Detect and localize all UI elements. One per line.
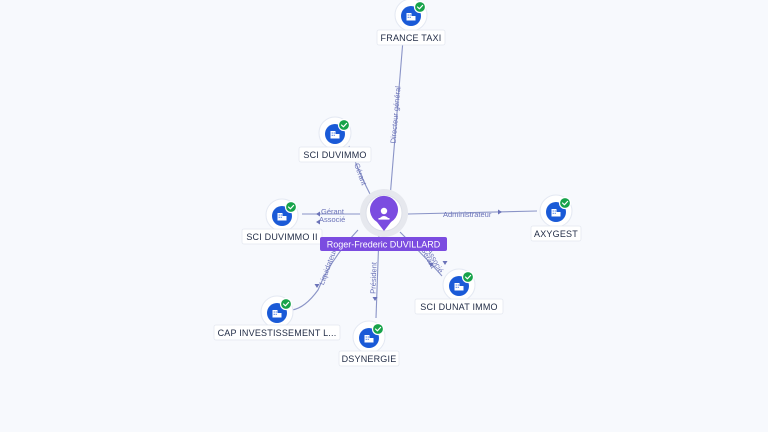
edge-label: Directeur général	[389, 85, 403, 143]
edge-label: Associé	[319, 215, 345, 224]
edge-arrow-icon	[372, 297, 378, 301]
edge-label: Liquidateur	[317, 248, 338, 286]
person-icon	[378, 207, 390, 220]
edge-line	[399, 231, 443, 277]
edge-france-taxi: Directeur général	[389, 39, 404, 199]
company-node-sci-dunat-immo[interactable]: SCI DUNAT IMMO	[414, 268, 504, 315]
company-node-dsynergie[interactable]: DSYNERGIE	[338, 320, 400, 367]
edge-arrow-icon	[314, 284, 320, 288]
verified-check-icon	[337, 118, 351, 132]
edge-label: Administrateur	[443, 210, 492, 219]
company-node-sci-duvimmo-ii[interactable]: SCI DUVIMMO II	[241, 198, 323, 245]
edge-line	[389, 39, 404, 199]
node-label-bg	[376, 29, 446, 46]
edge-arrow-icon	[428, 263, 434, 267]
node-label-bg	[414, 298, 504, 315]
verified-check-icon	[413, 0, 427, 14]
edge-arrow-icon	[498, 209, 502, 215]
company-label[interactable]: DSYNERGIE	[342, 354, 397, 364]
node-label-bg	[298, 146, 372, 163]
verified-check-icon	[279, 297, 293, 311]
edges-layer: Directeur généralGérantGérantAssociéAdmi…	[291, 39, 538, 319]
edge-label: Gérant	[321, 207, 345, 216]
verified-check-icon	[461, 270, 475, 284]
company-label[interactable]: CAP INVESTISSEMENT L...	[218, 328, 337, 338]
center-label[interactable]: Roger-Frederic DUVILLARD	[327, 239, 441, 249]
verified-check-icon	[284, 200, 298, 214]
edge-arrow-icon	[316, 211, 320, 217]
company-label[interactable]: SCI DUVIMMO	[303, 150, 366, 160]
company-label[interactable]: SCI DUNAT IMMO	[420, 302, 497, 312]
company-label[interactable]: AXYGEST	[534, 229, 578, 239]
company-node-cap-investissement[interactable]: CAP INVESTISSEMENT L...	[213, 295, 341, 341]
edge-arrow-icon	[442, 261, 448, 265]
edge-label: Gérant	[352, 162, 369, 187]
company-node-axygest[interactable]: AXYGEST	[530, 194, 582, 242]
node-label-bg	[241, 228, 323, 245]
verified-check-icon	[371, 322, 385, 336]
node-label-bg	[338, 350, 400, 367]
node-label-bg	[530, 225, 582, 242]
node-label-bg	[213, 324, 341, 341]
edge-line	[407, 210, 538, 215]
verified-check-icon	[558, 196, 572, 210]
nodes-layer: FRANCE TAXI SCI DUVIMMO SCI DUVIMMO II AXYG…	[213, 0, 582, 367]
company-label[interactable]: SCI DUVIMMO II	[246, 232, 317, 242]
edge-arrow-icon	[316, 219, 320, 225]
company-node-sci-duvimmo[interactable]: SCI DUVIMMO	[298, 116, 372, 163]
edge-label: Président	[368, 261, 378, 294]
company-node-france-taxi[interactable]: FRANCE TAXI	[376, 0, 446, 46]
edge-axygest: Administrateur	[407, 210, 538, 219]
center-node[interactable]: Roger-Frederic DUVILLARD	[320, 189, 447, 251]
company-label[interactable]: FRANCE TAXI	[381, 33, 442, 43]
center-label-bg	[320, 237, 447, 251]
